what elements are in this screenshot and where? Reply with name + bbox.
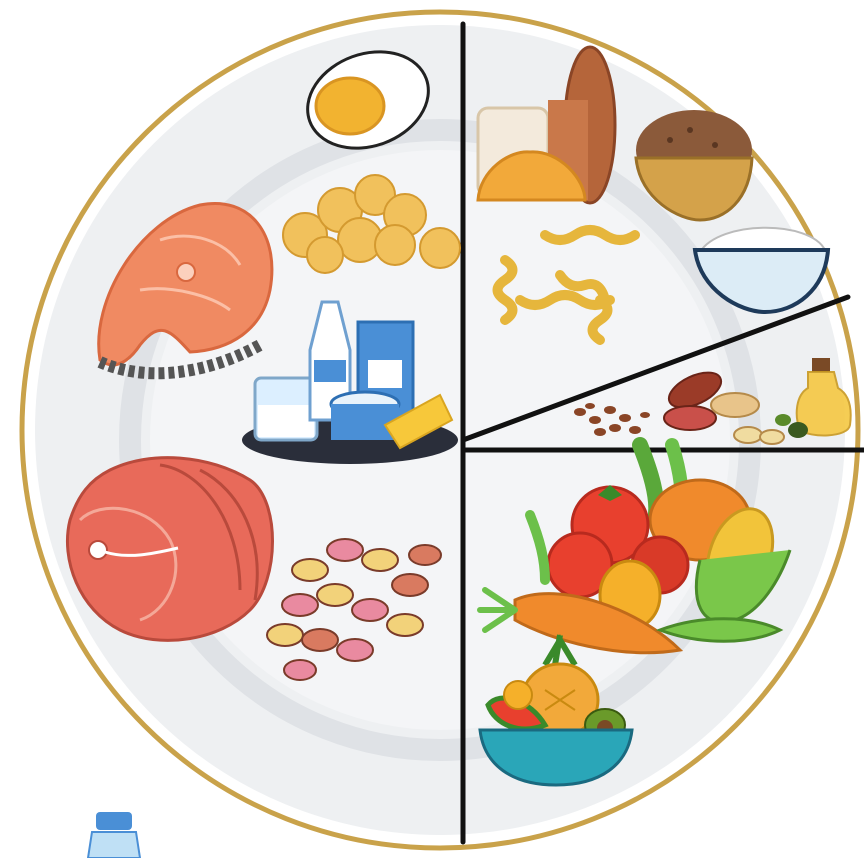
water-bottle-icon (88, 812, 140, 858)
meat-roast-icon (67, 458, 272, 641)
